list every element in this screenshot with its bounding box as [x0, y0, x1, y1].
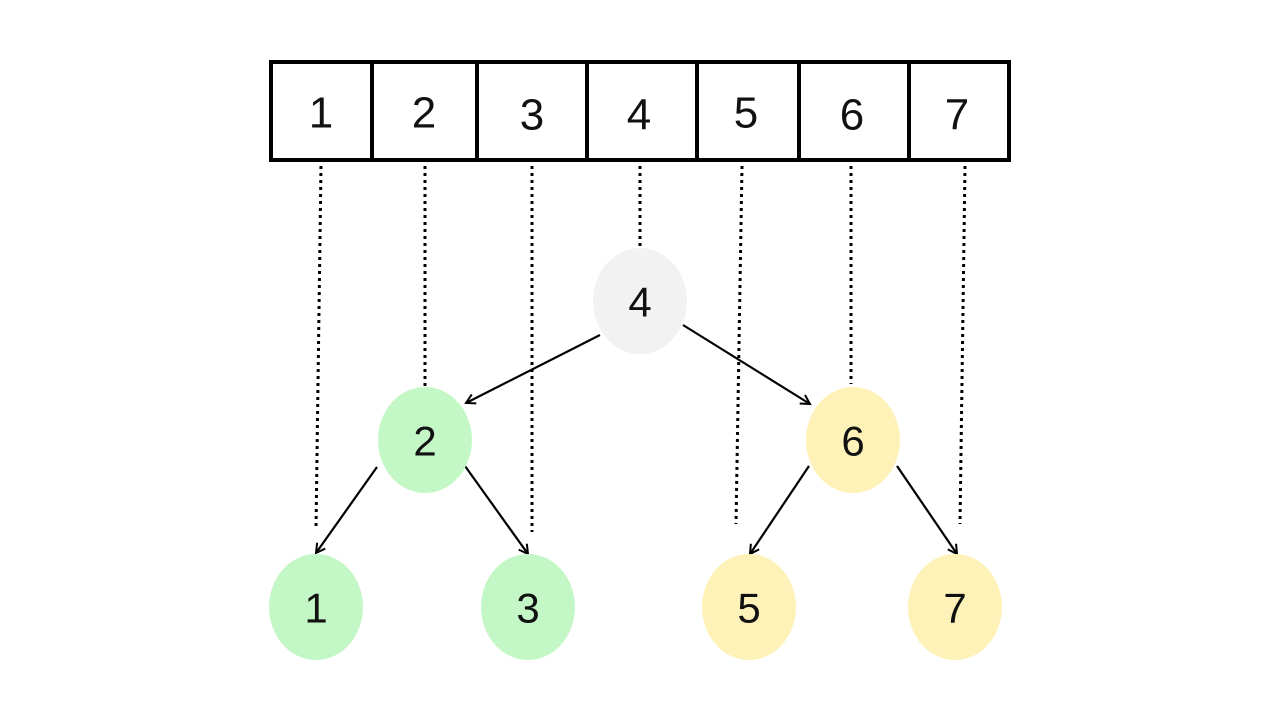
node-circle	[481, 554, 575, 660]
array-cell: 2	[370, 60, 479, 162]
node-circle	[269, 554, 363, 660]
tree-node-leaf: 5	[702, 554, 796, 660]
array-cell: 7	[907, 60, 1011, 162]
tree-node-leaf: 1	[269, 554, 363, 660]
array-cell-value: 5	[734, 89, 758, 138]
tree-node-leaf: 7	[908, 554, 1002, 660]
tree-node-root: 4	[593, 248, 687, 354]
tree-edges	[316, 324, 957, 554]
tree-node: 6	[806, 387, 900, 493]
array-cell: 5	[695, 60, 801, 162]
node-circle	[378, 387, 472, 493]
tree-edge	[682, 324, 810, 404]
node-label: 3	[516, 585, 539, 632]
mapping-line	[958, 165, 967, 525]
array-cell: 3	[475, 60, 589, 162]
tree-node-leaf: 3	[481, 554, 575, 660]
node-circle	[593, 248, 687, 354]
node-label: 1	[304, 585, 327, 632]
node-label: 5	[737, 585, 760, 632]
array-cell: 6	[797, 60, 911, 162]
tree-edge	[464, 465, 528, 554]
node-label: 6	[841, 418, 864, 465]
node-circle	[702, 554, 796, 660]
tree-edge	[316, 466, 378, 553]
array-cell: 4	[585, 60, 699, 162]
sorted-array: 1 2 3 4 5 6 7	[269, 60, 1011, 162]
array-cell-value: 4	[627, 91, 651, 140]
mapping-lines	[314, 165, 967, 532]
array-cell: 1	[269, 60, 374, 162]
array-cell-value: 1	[309, 89, 333, 138]
node-circle	[806, 387, 900, 493]
array-cell-value: 7	[945, 91, 969, 140]
tree-edge	[750, 465, 810, 554]
mapping-line	[734, 165, 744, 525]
node-label: 4	[628, 279, 651, 326]
mapping-line	[314, 165, 323, 529]
node-label: 2	[413, 418, 436, 465]
array-cell-value: 3	[520, 91, 544, 140]
node-label: 7	[943, 585, 966, 632]
tree-edge	[896, 465, 957, 554]
tree-nodes: 4 2 6 1 3 5 7	[269, 248, 1002, 660]
tree-node: 2	[378, 387, 472, 493]
array-cell-value: 6	[840, 91, 864, 140]
tree-edge	[466, 334, 601, 403]
node-circle	[908, 554, 1002, 660]
array-cell-value: 2	[412, 89, 436, 138]
